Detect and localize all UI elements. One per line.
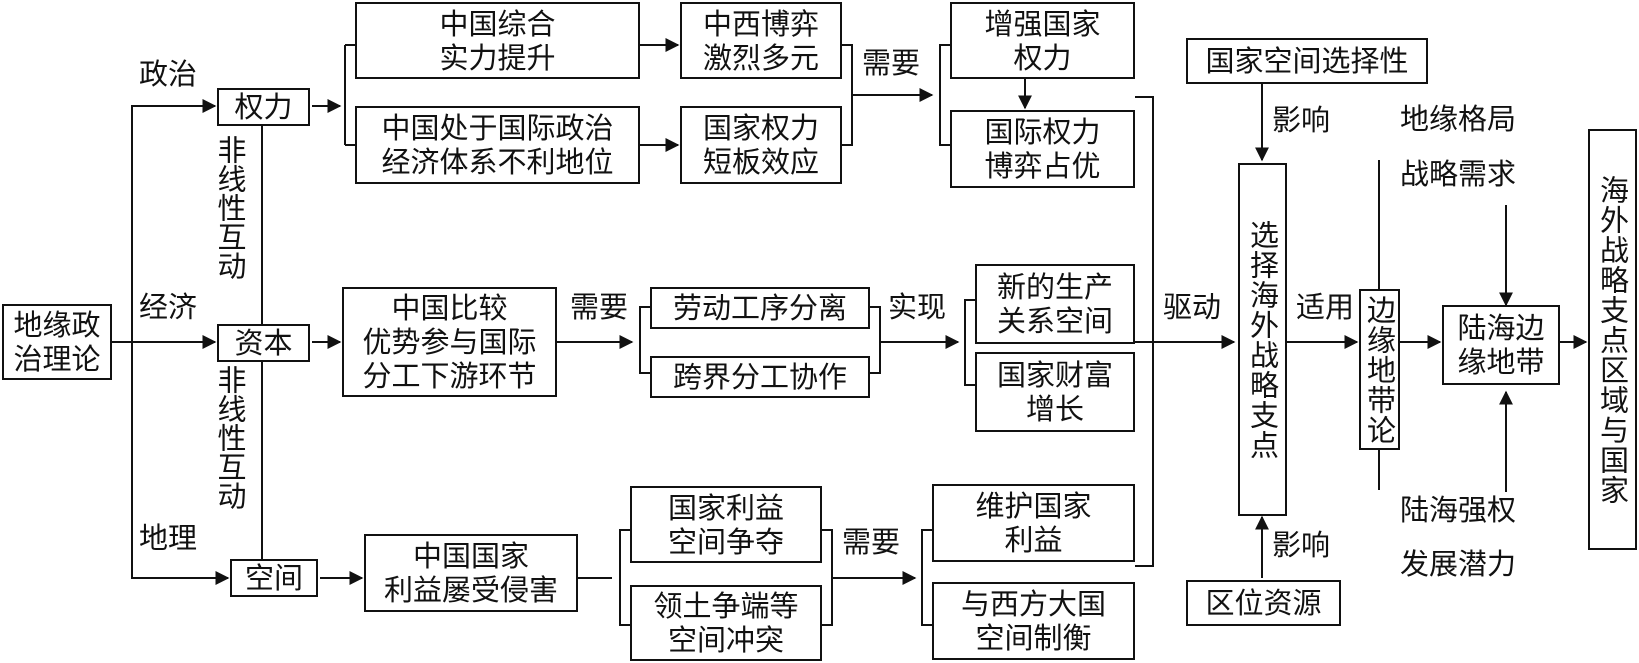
label-strategic-demand: 战略需求 (1400, 157, 1517, 191)
label-need-power: 需要 (862, 46, 921, 80)
node-sino-west-game: 中西博弈 激烈多元 (680, 2, 842, 79)
collector-space (1135, 342, 1154, 567)
bracket-capital-realize (870, 306, 958, 374)
collector-power (1135, 96, 1154, 342)
label-influence-top: 影响 (1272, 103, 1331, 137)
node-comparative-advantage: 中国比较 优势参与国际 分工下游环节 (342, 287, 557, 397)
connector-theory-space (131, 342, 230, 585)
bracket-power-split (344, 44, 355, 146)
node-rimland-theory: 边缘地带论 (1359, 289, 1400, 450)
bracket-compete-conflict (619, 529, 630, 626)
node-protect-interests: 维护国家 利益 (932, 484, 1135, 562)
node-interest-space-contest: 国家利益 空间争夺 (630, 486, 822, 563)
bracket-power-need (842, 44, 932, 146)
node-geopolitics-theory: 地缘政 治理论 (2, 304, 112, 380)
label-realize: 实现 (888, 290, 947, 324)
label-geopolitical-pattern: 地缘格局 (1400, 102, 1517, 136)
node-national-wealth-growth: 国家财富 增长 (975, 352, 1135, 432)
node-national-spatial-selectivity: 国家空间选择性 (1186, 38, 1428, 84)
label-land-sea-power: 陆海强权 (1400, 493, 1517, 527)
label-need-capital: 需要 (570, 290, 629, 324)
label-nonlinear-interaction-lower: 非线性互动 (212, 365, 247, 510)
bracket-newspace-wealth (964, 299, 975, 386)
node-interests-infringed: 中国国家 利益屡受侵害 (364, 534, 578, 612)
node-space: 空间 (230, 559, 318, 597)
label-need-space: 需要 (842, 525, 901, 559)
node-territorial-conflict: 领土争端等 空间冲突 (630, 585, 822, 661)
bracket-space-need (822, 529, 915, 626)
node-china-unfavorable-position: 中国处于国际政治 经济体系不利地位 (355, 106, 640, 184)
label-economy: 经济 (139, 290, 198, 324)
node-land-sea-rimland: 陆海边缘地带 (1442, 305, 1560, 385)
node-new-production-space: 新的生产 关系空间 (975, 264, 1135, 344)
node-power: 权力 (217, 88, 310, 126)
label-influence-bottom: 影响 (1272, 528, 1331, 562)
node-capital: 资本 (217, 324, 310, 362)
bracket-labor-cross (639, 306, 650, 374)
node-china-strength-rise: 中国综合 实力提升 (355, 2, 640, 79)
node-power-shortboard: 国家权力 短板效应 (680, 106, 842, 184)
node-spatial-balance: 与西方大国 空间制衡 (932, 582, 1135, 660)
node-enhance-power: 增强国家 权力 (950, 2, 1135, 79)
label-drive: 驱动 (1163, 290, 1222, 324)
node-select-overseas-fulcrum: 选择海外战略支点 (1238, 163, 1287, 516)
label-nonlinear-interaction-upper: 非线性互动 (212, 135, 247, 280)
node-cross-border-cooperation: 跨界分工协作 (650, 356, 870, 398)
node-overseas-fulcrum-regions: 海外战略支点区域与国家 (1588, 129, 1637, 550)
label-development-potential: 发展潜力 (1400, 547, 1517, 581)
label-apply: 适用 (1296, 290, 1355, 324)
label-geography: 地理 (139, 521, 198, 555)
bracket-protect-balance (921, 529, 932, 626)
node-labor-separation: 劳动工序分离 (650, 287, 870, 329)
node-power-game-advantage: 国际权力 博弈占优 (950, 110, 1135, 188)
node-location-resources: 区位资源 (1186, 580, 1341, 626)
label-politics: 政治 (139, 57, 198, 91)
bracket-enhance-advantage (939, 44, 950, 146)
